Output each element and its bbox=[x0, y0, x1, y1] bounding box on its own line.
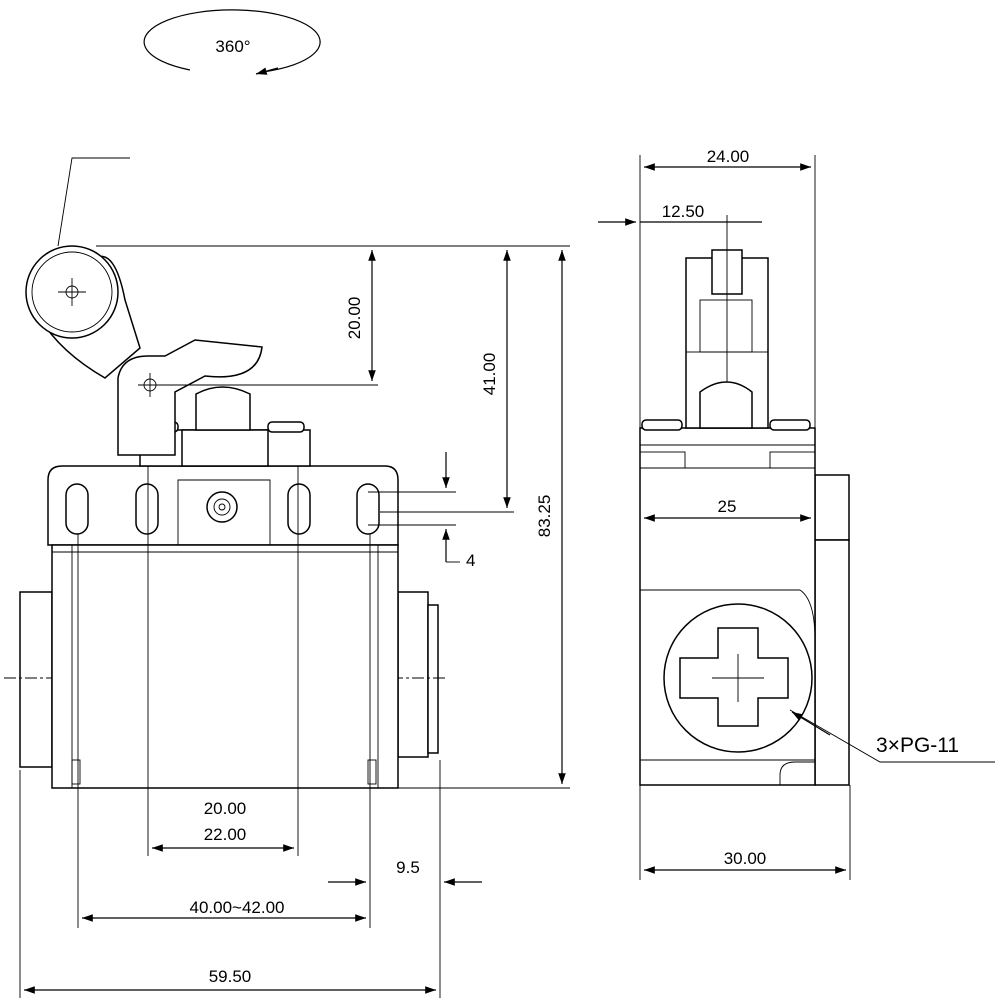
dim-hole-inner-b-label: 22.00 bbox=[204, 825, 247, 844]
cable-entry-callout: 3×PG-11 bbox=[876, 734, 959, 757]
side-bottom-tab bbox=[779, 761, 816, 786]
side-screw-left bbox=[641, 419, 683, 431]
foot-right bbox=[367, 759, 377, 785]
cable-entry-arrow bbox=[791, 711, 831, 736]
dim-plunger-offset-label: 12.50 bbox=[662, 202, 705, 221]
side-tower-mid bbox=[699, 299, 753, 353]
dim-head-width-label: 24.00 bbox=[707, 147, 750, 166]
mounting-slot-2 bbox=[135, 483, 159, 535]
foot-left bbox=[71, 759, 81, 785]
dim-hole-inner-a-label: 20.00 bbox=[204, 799, 247, 818]
dim-body-inner-label: 25 bbox=[718, 497, 737, 516]
rotation-arrow bbox=[255, 67, 279, 75]
dim-body-depth-label: 30.00 bbox=[724, 849, 767, 868]
mounting-slot-3 bbox=[287, 483, 311, 535]
cable-entry-leader bbox=[789, 709, 995, 763]
side-plate-step-left bbox=[639, 451, 686, 469]
roller-rim bbox=[31, 251, 113, 333]
dim-pivot-height-label: 41.00 bbox=[480, 353, 499, 396]
side-flange-body bbox=[814, 539, 850, 786]
switch-housing bbox=[51, 544, 399, 789]
dim-hole-outer-label: 40.00~42.00 bbox=[189, 898, 284, 917]
rotation-arc bbox=[143, 9, 321, 73]
roller-leader-line bbox=[57, 157, 130, 247]
dim-lever-offset-label: 20.00 bbox=[345, 297, 364, 340]
center-screw bbox=[206, 491, 238, 523]
rotation-label: 360° bbox=[215, 37, 250, 56]
rotation-indicator: 360° bbox=[143, 9, 321, 75]
dim-conduit-depth-label: 9.5 bbox=[396, 858, 420, 877]
head-screw-right bbox=[267, 421, 305, 433]
right-conduit-entry bbox=[397, 591, 429, 758]
cable-entry-cross bbox=[679, 627, 789, 727]
dim-overall-height-label: 83.25 bbox=[535, 495, 554, 538]
center-screw-dot bbox=[218, 503, 226, 511]
head-block bbox=[181, 429, 269, 467]
right-conduit-flange bbox=[427, 604, 439, 754]
dim-overall-width-label: 59.50 bbox=[209, 967, 252, 986]
front-view: 20.00 41.00 83.25 4 20.00 22.00 40.00~42… bbox=[4, 157, 570, 998]
mounting-slot-4 bbox=[356, 483, 380, 535]
side-cover-curve bbox=[799, 589, 816, 641]
side-screw-right bbox=[769, 419, 811, 431]
side-view: 24.00 12.50 25 30.00 3×PG-11 bbox=[598, 147, 995, 880]
dim-slot-travel-label: 4 bbox=[466, 551, 475, 570]
side-plate-step-right bbox=[769, 451, 816, 469]
left-conduit-entry bbox=[19, 591, 53, 768]
side-plunger-cap bbox=[699, 381, 753, 429]
side-flange-top bbox=[814, 474, 850, 541]
mounting-slot-1 bbox=[65, 483, 89, 535]
lever-base bbox=[117, 339, 263, 456]
center-screw-inner bbox=[213, 498, 231, 516]
plate-recess bbox=[177, 479, 271, 545]
plunger-cap bbox=[195, 386, 251, 431]
